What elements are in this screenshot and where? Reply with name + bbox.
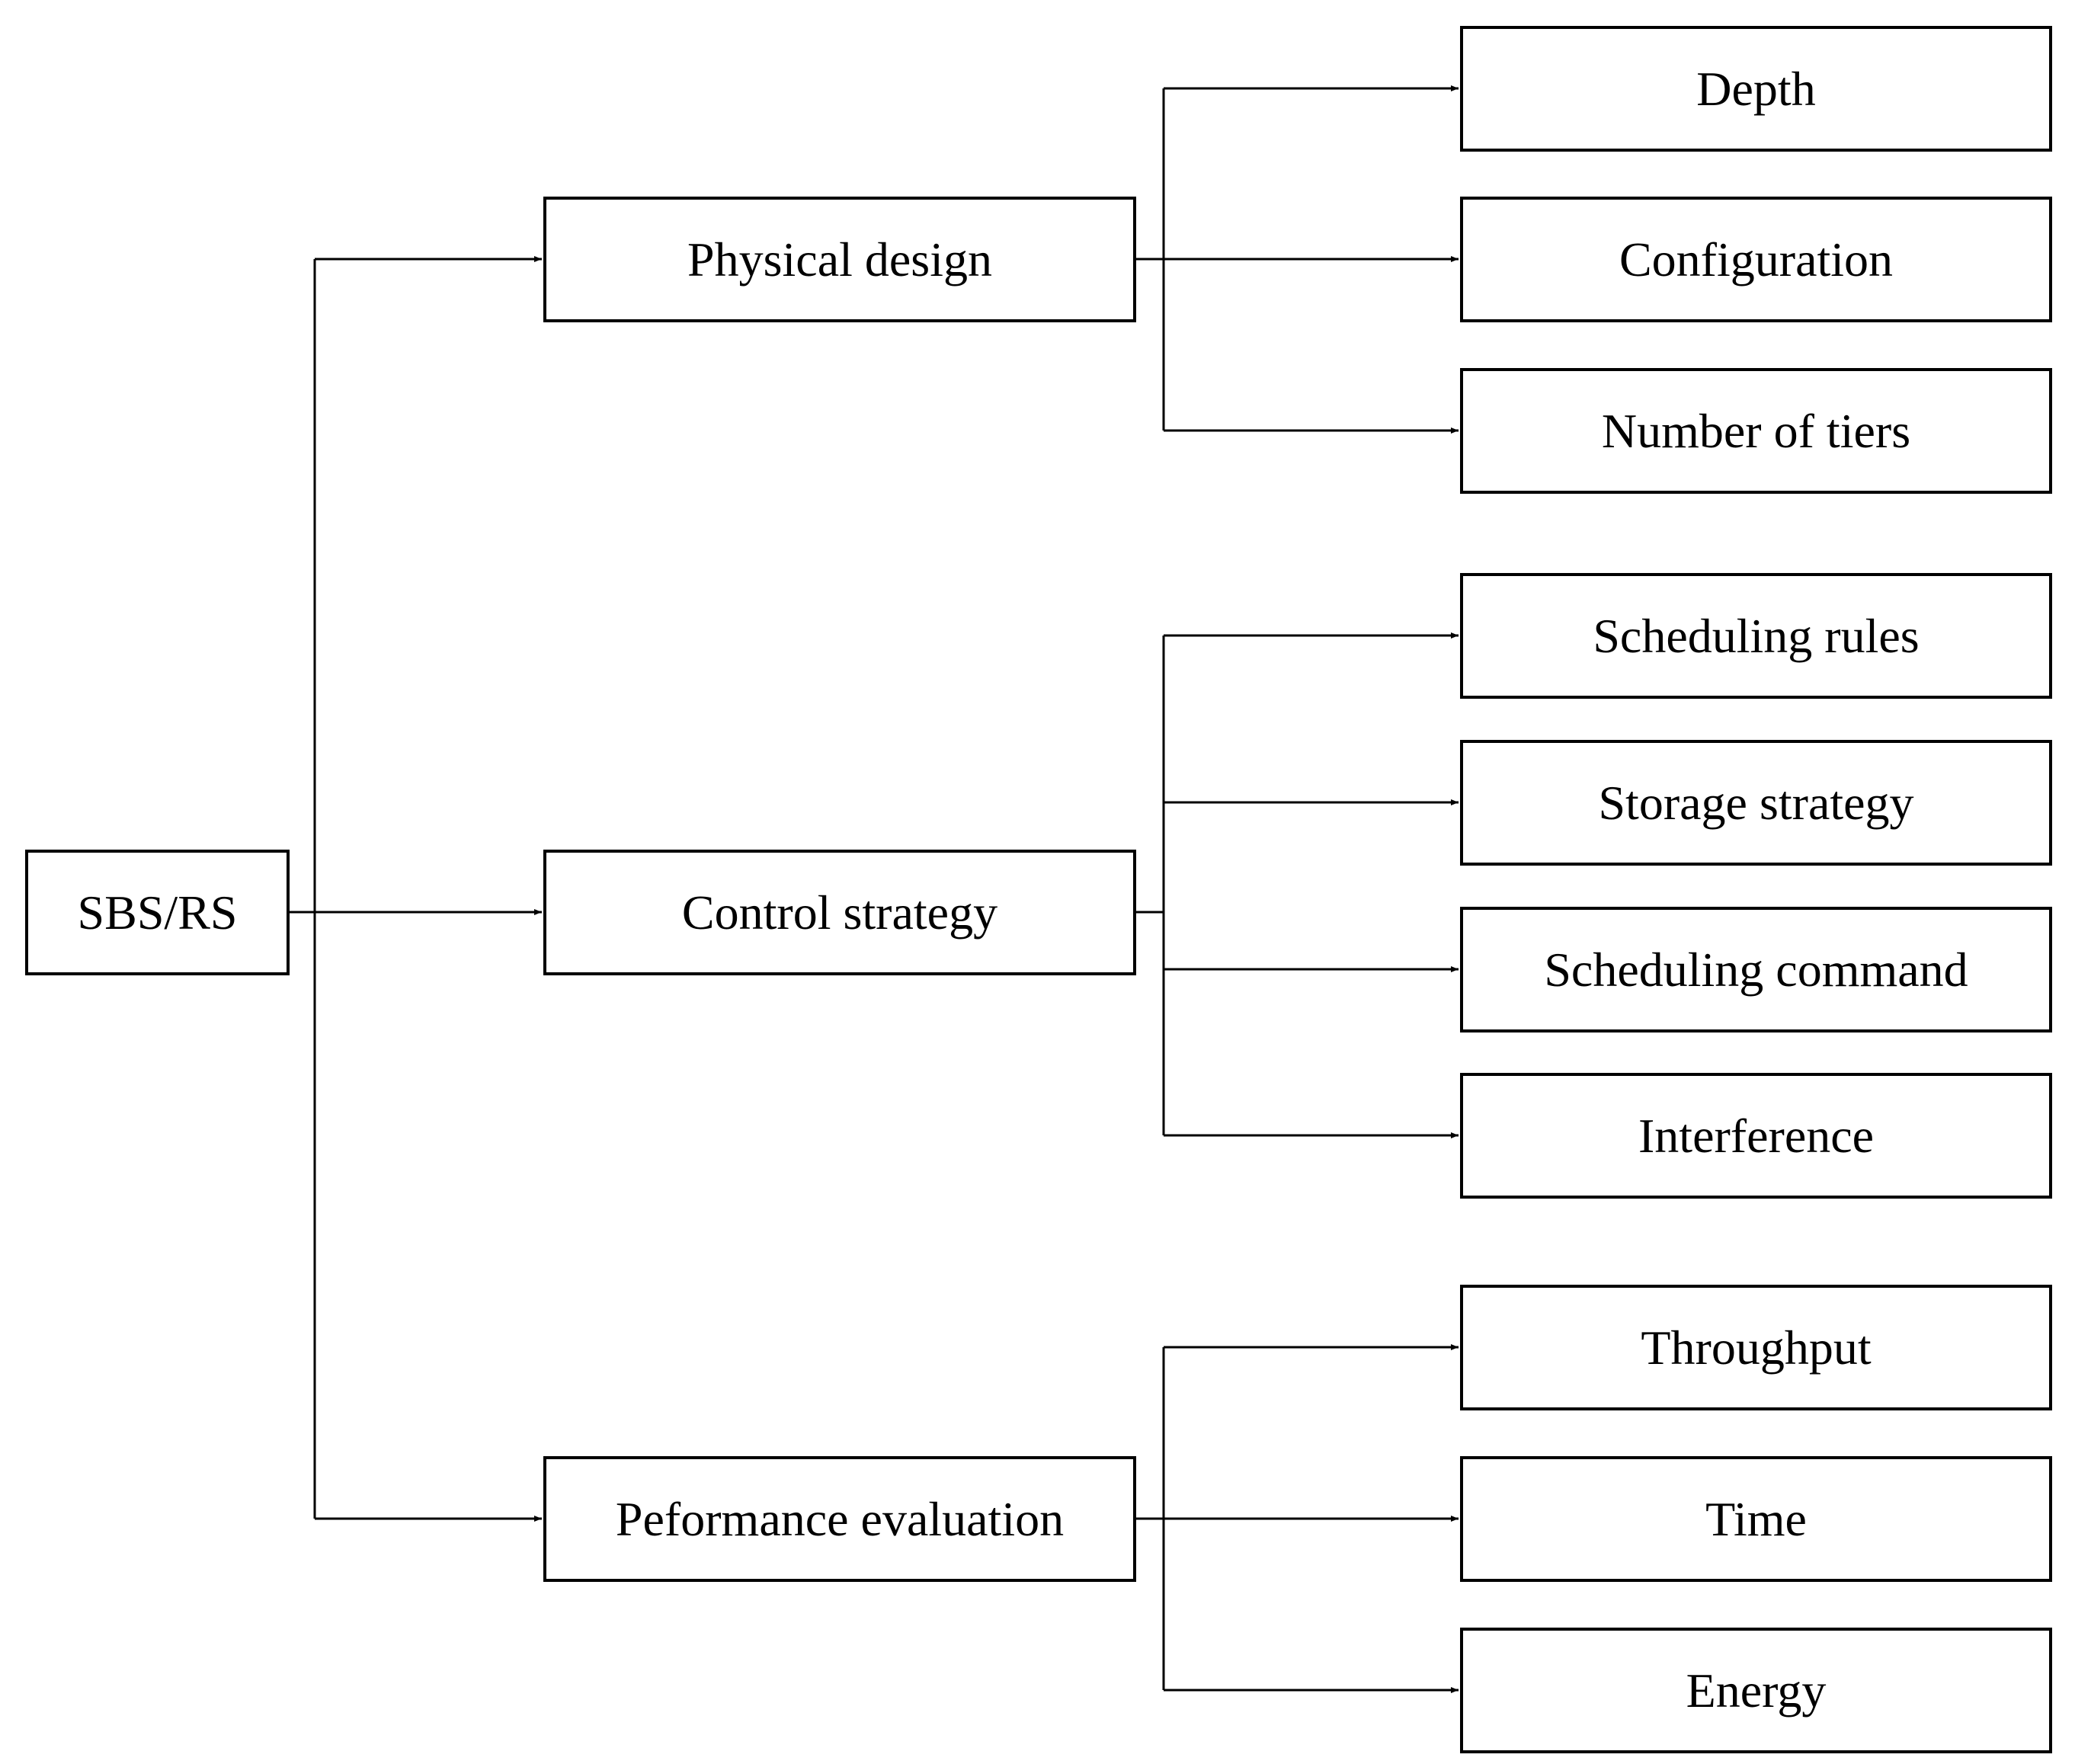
- leaf-node-configuration: Configuration: [1460, 197, 2052, 322]
- leaf-label: Number of tiers: [1601, 403, 1911, 458]
- category-label: Control strategy: [681, 885, 998, 940]
- leaf-label: Interference: [1638, 1108, 1875, 1163]
- leaf-node-throughput: Throughput: [1460, 1285, 2052, 1410]
- category-label: Physical design: [687, 232, 992, 287]
- leaf-label: Time: [1705, 1491, 1807, 1546]
- category-label: Peformance evaluation: [615, 1491, 1065, 1546]
- leaf-node-depth: Depth: [1460, 26, 2052, 152]
- leaf-label: Scheduling command: [1544, 942, 1968, 997]
- leaf-label: Scheduling rules: [1593, 608, 1920, 663]
- root-node: SBS/RS: [25, 850, 290, 975]
- leaf-node-time: Time: [1460, 1456, 2052, 1582]
- leaf-node-number-of-tiers: Number of tiers: [1460, 368, 2052, 494]
- leaf-node-interference: Interference: [1460, 1073, 2052, 1199]
- leaf-label: Depth: [1696, 61, 1816, 116]
- leaf-node-energy: Energy: [1460, 1628, 2052, 1753]
- leaf-node-scheduling-command: Scheduling command: [1460, 907, 2052, 1032]
- leaf-node-scheduling-rules: Scheduling rules: [1460, 573, 2052, 699]
- root-label: SBS/RS: [77, 885, 238, 940]
- category-node-physical-design: Physical design: [543, 197, 1136, 322]
- leaf-label: Energy: [1686, 1663, 1827, 1718]
- leaf-label: Throughput: [1641, 1320, 1872, 1375]
- leaf-label: Storage strategy: [1598, 775, 1914, 830]
- category-node-control-strategy: Control strategy: [543, 850, 1136, 975]
- leaf-node-storage-strategy: Storage strategy: [1460, 740, 2052, 866]
- category-node-performance-evaluation: Peformance evaluation: [543, 1456, 1136, 1582]
- leaf-label: Configuration: [1619, 232, 1894, 287]
